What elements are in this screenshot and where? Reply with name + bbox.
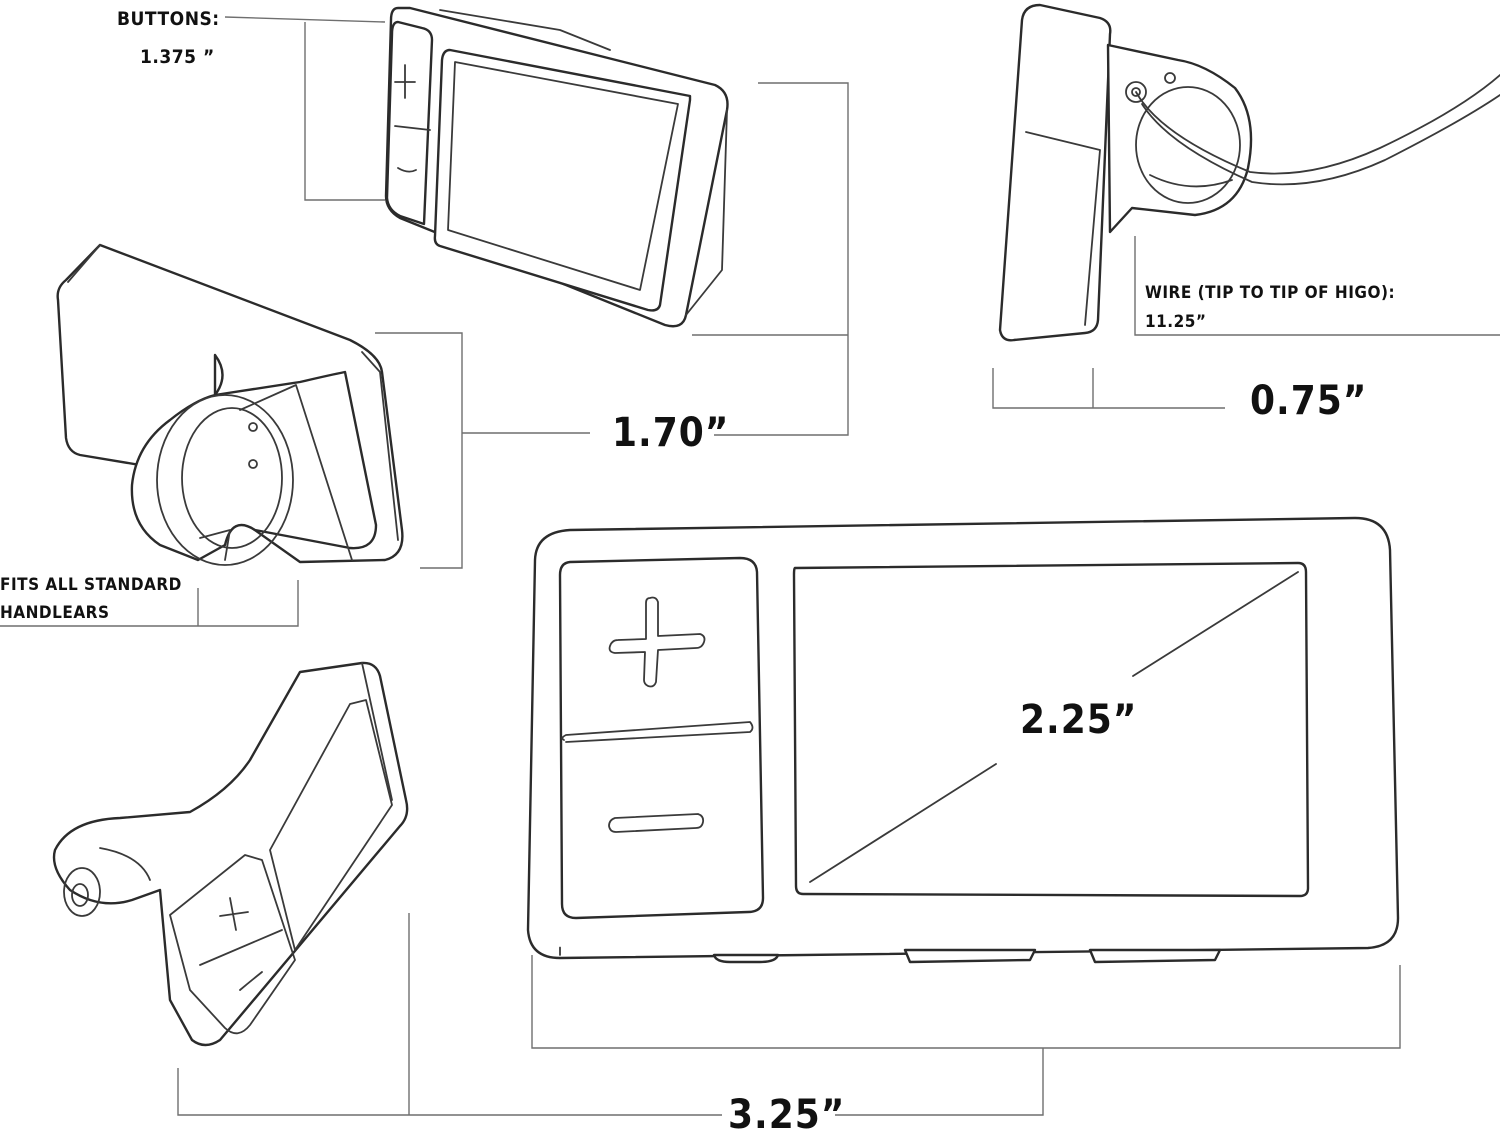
display-side-view bbox=[998, 3, 1500, 342]
fits-label-line1: FITS ALL STANDARD bbox=[0, 575, 182, 595]
buttons-label: BUTTONS: bbox=[117, 8, 220, 30]
display-mount-view bbox=[56, 243, 404, 566]
wire-value: 11.25” bbox=[1145, 312, 1207, 332]
minus-icon bbox=[608, 813, 705, 833]
buttons-value: 1.375 ” bbox=[140, 46, 215, 68]
fits-label-line2: HANDLEARS bbox=[0, 603, 110, 623]
wire-label: WIRE (TIP TO TIP OF HIGO): bbox=[1145, 283, 1396, 303]
depth-dimension: 0.75” bbox=[1250, 378, 1368, 424]
width-dimension: 3.25” bbox=[728, 1092, 846, 1138]
height-dimension: 1.70” bbox=[612, 410, 730, 456]
display-bottom-angled-view bbox=[52, 661, 409, 1047]
screen-diagonal-dimension: 2.25” bbox=[1020, 697, 1138, 743]
display-front-view bbox=[526, 516, 1400, 964]
display-angled-view bbox=[384, 6, 729, 328]
plus-icon bbox=[608, 596, 706, 688]
dimension-lines bbox=[0, 16, 1500, 1116]
